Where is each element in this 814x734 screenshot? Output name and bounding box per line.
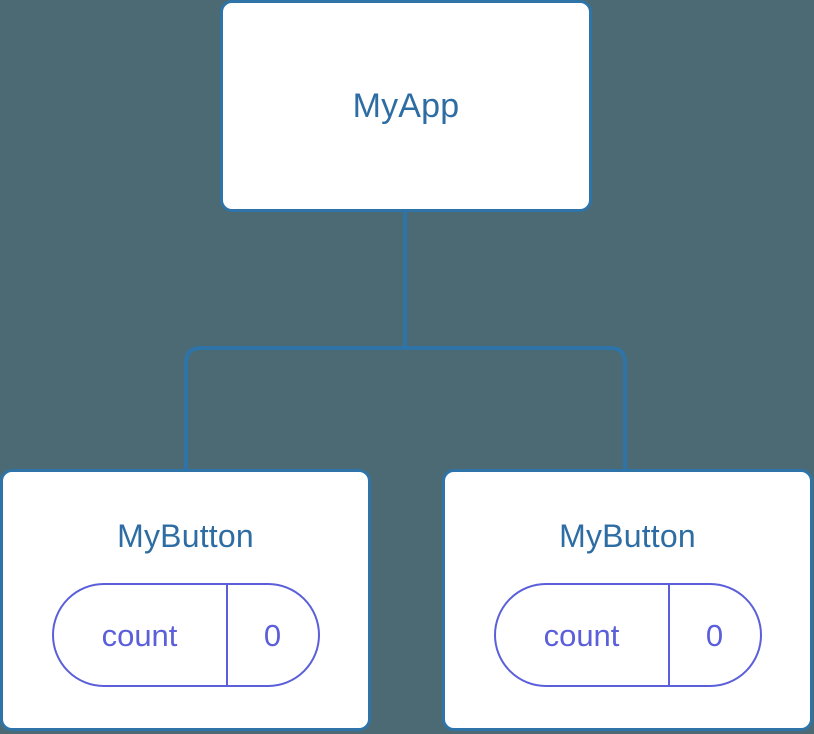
connector-branch-left xyxy=(184,346,405,472)
node-myapp[interactable]: MyApp xyxy=(220,0,592,212)
prop-pill-count-2[interactable]: count 0 xyxy=(493,583,762,687)
node-mybutton-2-label: MyButton xyxy=(559,518,696,554)
prop-value-count-1: 0 xyxy=(263,617,282,653)
node-mybutton-2[interactable]: MyButton count 0 xyxy=(442,469,813,731)
prop-value-count-2: 0 xyxy=(705,617,724,653)
prop-key-count-1: count xyxy=(54,585,228,685)
prop-pill-count-1[interactable]: count 0 xyxy=(51,583,320,687)
connector-branch-right xyxy=(405,346,627,472)
prop-key-count-2: count xyxy=(496,585,670,685)
node-mybutton-1[interactable]: MyButton count 0 xyxy=(0,469,371,731)
node-mybutton-1-label: MyButton xyxy=(117,518,254,554)
node-myapp-label: MyApp xyxy=(352,87,460,125)
